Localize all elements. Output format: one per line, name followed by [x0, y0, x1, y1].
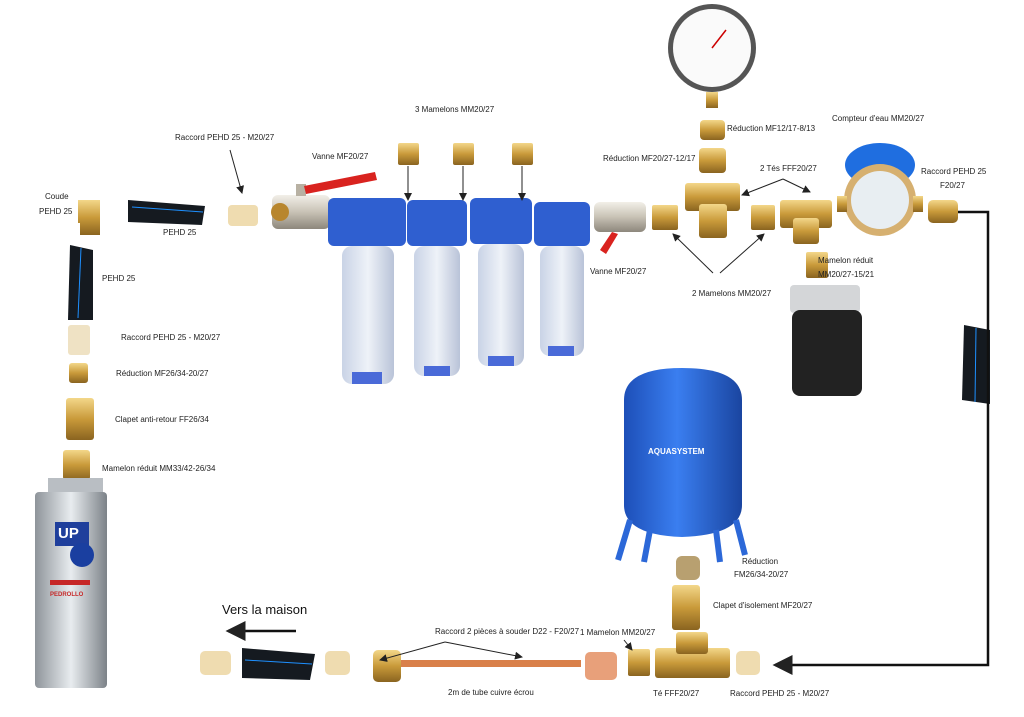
label-pehd-vertical: PEHD 25 — [102, 274, 136, 283]
copper-tube — [373, 650, 617, 682]
label-vanne-1: Vanne MF20/27 — [312, 152, 369, 161]
water-meter — [837, 143, 923, 236]
pehd-pipe-horizontal — [128, 200, 205, 225]
mamelon-filter-1 — [398, 143, 419, 165]
pump-model-logo: UP — [58, 525, 79, 542]
mamelon-1 — [652, 205, 678, 230]
mamelon-reduit-left — [63, 450, 90, 480]
raccord-right — [928, 200, 958, 223]
pressure-gauge — [668, 4, 756, 108]
label-vers-maison: Vers la maison — [222, 602, 308, 617]
raccord-top — [228, 205, 258, 226]
label-vanne-2: Vanne MF20/27 — [590, 267, 647, 276]
pressure-switch — [790, 285, 862, 396]
mamelon-reduit — [806, 252, 828, 278]
filter-housings — [328, 198, 590, 384]
clapet-anti-retour — [66, 398, 94, 440]
label-reduction-left: Réduction MF26/34-20/27 — [116, 369, 209, 378]
te-bottom — [655, 632, 730, 678]
clapet-isolement — [672, 585, 700, 630]
raccord-bottom-left-1 — [200, 651, 231, 675]
label-mamelon-reduit-left: Mamelon réduit MM33/42-26/34 — [102, 464, 216, 473]
te-2 — [780, 200, 832, 244]
label-mamelon-reduit-1: Mamelon réduit — [818, 256, 874, 265]
submersible-pump — [35, 478, 107, 688]
coude-elbow — [78, 200, 100, 235]
label-pehd-horizontal: PEHD 25 — [163, 228, 197, 237]
label-clapet-anti-retour: Clapet anti-retour FF26/34 — [115, 415, 209, 424]
label-raccord-bottom: Raccord PEHD 25 - M20/27 — [730, 689, 830, 698]
expansion-tank — [615, 368, 748, 563]
label-mamelon-1: 1 Mamelon MM20/27 — [580, 628, 656, 637]
label-raccord-left: Raccord PEHD 25 - M20/27 — [121, 333, 221, 342]
raccord-bottom-left-2 — [325, 651, 350, 675]
raccord-bottom — [736, 651, 760, 675]
pehd-pipe-vertical — [68, 245, 93, 320]
label-tes-2: 2 Tés FFF20/27 — [760, 164, 817, 173]
reduction-tee — [699, 148, 726, 173]
flow-line — [772, 210, 990, 675]
mamelon-filter-3 — [512, 143, 533, 165]
reduction-left — [69, 363, 88, 383]
reduction-tank — [676, 556, 700, 580]
label-mamelons-3: 3 Mamelons MM20/27 — [415, 105, 495, 114]
label-mamelon-reduit-2: MM20/27-15/21 — [818, 270, 875, 279]
label-coude: Coude — [45, 192, 69, 201]
label-tube-cuivre: 2m de tube cuivre écrou — [448, 688, 534, 697]
label-compteur: Compteur d'eau MM20/27 — [832, 114, 925, 123]
label-raccord-top: Raccord PEHD 25 - M20/27 — [175, 133, 275, 142]
label-te-bottom: Té FFF20/27 — [653, 689, 700, 698]
mamelon-2 — [751, 205, 775, 230]
label-clapet-isolement: Clapet d'isolement MF20/27 — [713, 601, 813, 610]
pump-brand-logo: PEDROLLO — [50, 592, 84, 598]
label-coude-pehd: PEHD 25 — [39, 207, 73, 216]
tank-brand-logo: AQUASYSTEM — [648, 447, 705, 456]
callout-arrows — [229, 149, 811, 662]
pehd-pipe-bottom — [242, 648, 315, 680]
mamelon-bottom — [628, 649, 650, 676]
vanne-2 — [594, 202, 646, 254]
reduction-gauge — [700, 120, 725, 140]
label-reduction-tank-2: FM26/34-20/27 — [734, 570, 789, 579]
pehd-pipe-right — [962, 325, 990, 404]
label-raccord-right-2: F20/27 — [940, 181, 965, 190]
label-raccord-souder: Raccord 2 pièces à souder D22 - F20/27 — [435, 627, 580, 636]
vanne-1 — [271, 172, 377, 229]
label-reduction-gauge: Réduction MF12/17-8/13 — [727, 124, 816, 133]
mamelon-filter-2 — [453, 143, 474, 165]
label-reduction-tee: Réduction MF20/27-12/17 — [603, 154, 696, 163]
label-mamelons-2: 2 Mamelons MM20/27 — [692, 289, 772, 298]
te-1 — [685, 183, 740, 238]
label-raccord-right-1: Raccord PEHD 25 — [921, 167, 987, 176]
label-reduction-tank-1: Réduction — [742, 557, 779, 566]
raccord-left — [68, 325, 90, 355]
